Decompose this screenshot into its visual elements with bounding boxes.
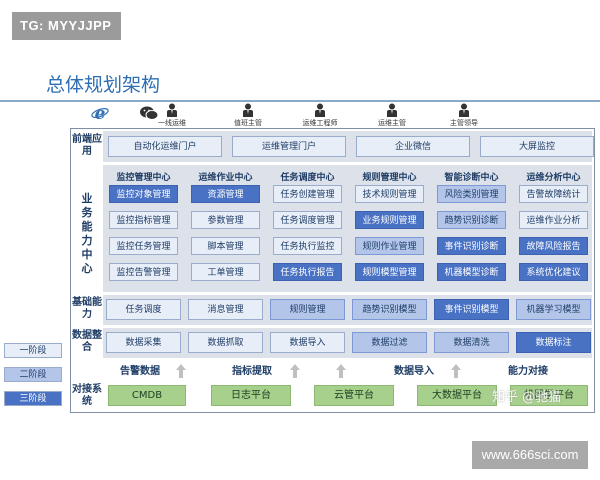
capability-center: 运维分析中心告警故障统计运维作业分析故障风险报告系统优化建议 — [516, 168, 591, 290]
center-heading: 运维作业中心 — [198, 173, 253, 183]
user-role-label: 运维工程师 — [302, 119, 338, 127]
systems-label: 对接系统 — [72, 384, 102, 407]
zhihu-watermark: 知乎 @驰猫 — [492, 390, 562, 405]
capability-item: 监控对象管理 — [109, 185, 178, 203]
business-row-bg — [103, 165, 592, 292]
capability-item: 趋势识别诊断 — [437, 211, 506, 229]
basic-item: 机器学习模型 — [516, 299, 591, 320]
user-icon — [459, 103, 469, 117]
data-item: 数据导入 — [270, 332, 345, 353]
user-icon — [387, 103, 397, 117]
capability-item: 参数管理 — [191, 211, 260, 229]
legend-stage-1: 一阶段 — [4, 343, 62, 358]
user-role: 运维工程师 — [285, 103, 355, 128]
capability-item: 脚本管理 — [191, 237, 260, 255]
frontend-label: 前端应用 — [72, 134, 102, 157]
frontend-portal: 大屏监控 — [480, 136, 594, 157]
legend-stage-3: 三阶段 — [4, 391, 62, 406]
user-role: 值班主管 — [213, 103, 283, 128]
capability-item: 监控任务管理 — [109, 237, 178, 255]
capability-item: 规则作业管理 — [355, 237, 424, 255]
capability-center: 规则管理中心技术规则管理业务规则管理规则作业管理规则模型管理 — [352, 168, 427, 290]
center-heading: 运维分析中心 — [526, 173, 581, 183]
basic-item: 任务调度 — [106, 299, 181, 320]
user-role: 一线运维 — [137, 103, 207, 128]
up-arrow-icon — [336, 363, 346, 378]
frontend-portal: 运维管理门户 — [232, 136, 346, 157]
capability-item: 机器模型诊断 — [437, 263, 506, 281]
flow-label: 能力对接 — [508, 366, 548, 377]
capability-item: 技术规则管理 — [355, 185, 424, 203]
frontend-portal: 企业微信 — [356, 136, 470, 157]
up-arrow-icon — [176, 363, 186, 378]
data-item: 数据采集 — [106, 332, 181, 353]
center-heading: 任务调度中心 — [280, 173, 335, 183]
flow-label: 指标提取 — [232, 366, 272, 377]
capability-item: 告警故障统计 — [519, 185, 588, 203]
ie-browser-icon: e — [91, 104, 109, 122]
legend-stage-2: 二阶段 — [4, 367, 62, 382]
basic-item: 消息管理 — [188, 299, 263, 320]
capability-item: 任务执行报告 — [273, 263, 342, 281]
integrated-system: 机器学平台 — [510, 385, 588, 406]
up-arrow-icon — [451, 363, 461, 378]
bottom-watermark: www.666sci.com — [472, 441, 588, 469]
basic-item: 事件识别模型 — [434, 299, 509, 320]
user-role-label: 运维主管 — [378, 119, 406, 127]
capability-item: 故障风险报告 — [519, 237, 588, 255]
top-watermark: TG: MYYJJPP — [12, 12, 121, 40]
up-arrow-icon — [290, 363, 300, 378]
business-label: 业务能力中心 — [81, 192, 93, 275]
basic-label: 基础能力 — [72, 297, 102, 320]
capability-center: 监控管理中心监控对象管理监控指标管理监控任务管理监控告警管理 — [106, 168, 181, 290]
center-heading: 监控管理中心 — [116, 173, 171, 183]
capability-item: 事件识别诊断 — [437, 237, 506, 255]
user-icon — [167, 103, 177, 117]
capability-item: 任务创建管理 — [273, 185, 342, 203]
integrated-system: CMDB — [108, 385, 186, 406]
data-item: 数据标注 — [516, 332, 591, 353]
data-item: 数据清洗 — [434, 332, 509, 353]
center-heading: 智能诊断中心 — [444, 173, 499, 183]
user-icon — [315, 103, 325, 117]
wechat-icon — [140, 106, 159, 120]
capability-center: 智能诊断中心风险类别管理趋势识别诊断事件识别诊断机器模型诊断 — [434, 168, 509, 290]
integrated-system: 云管平台 — [314, 385, 394, 406]
capability-center: 运维作业中心资源管理参数管理脚本管理工单管理 — [188, 168, 263, 290]
basic-item: 趋势识别模型 — [352, 299, 427, 320]
data-row-bg — [103, 328, 592, 358]
data-item: 数据抓取 — [188, 332, 263, 353]
basic-item: 规则管理 — [270, 299, 345, 320]
capability-item: 业务规则管理 — [355, 211, 424, 229]
data-item: 数据过滤 — [352, 332, 427, 353]
integrated-system: 日志平台 — [211, 385, 291, 406]
capability-item: 系统优化建议 — [519, 263, 588, 281]
capability-item: 任务调度管理 — [273, 211, 342, 229]
capability-item: 监控指标管理 — [109, 211, 178, 229]
user-role: 主管领导 — [429, 103, 499, 128]
capability-item: 工单管理 — [191, 263, 260, 281]
flow-label: 数据导入 — [394, 366, 434, 377]
capability-item: 运维作业分析 — [519, 211, 588, 229]
capability-item: 风险类别管理 — [437, 185, 506, 203]
capability-item: 规则模型管理 — [355, 263, 424, 281]
svg-text:e: e — [95, 104, 106, 122]
integrated-system: 大数据平台 — [417, 385, 497, 406]
capability-center: 任务调度中心任务创建管理任务调度管理任务执行监控任务执行报告 — [270, 168, 345, 290]
title-divider — [0, 100, 600, 102]
user-icon — [243, 103, 253, 117]
user-role: 运维主管 — [357, 103, 427, 128]
user-role-label: 一线运维 — [158, 119, 186, 127]
flow-label: 告警数据 — [120, 366, 160, 377]
user-role-label: 主管领导 — [450, 119, 478, 127]
user-role-label: 值班主管 — [234, 119, 262, 127]
center-heading: 规则管理中心 — [362, 173, 417, 183]
capability-item: 任务执行监控 — [273, 237, 342, 255]
data-label: 数据整合 — [72, 330, 102, 353]
frontend-portal: 自动化运维门户 — [108, 136, 222, 157]
capability-item: 监控告警管理 — [109, 263, 178, 281]
basic-row-bg — [103, 295, 592, 325]
capability-item: 资源管理 — [191, 185, 260, 203]
page-title: 总体规划架构 — [46, 74, 161, 96]
